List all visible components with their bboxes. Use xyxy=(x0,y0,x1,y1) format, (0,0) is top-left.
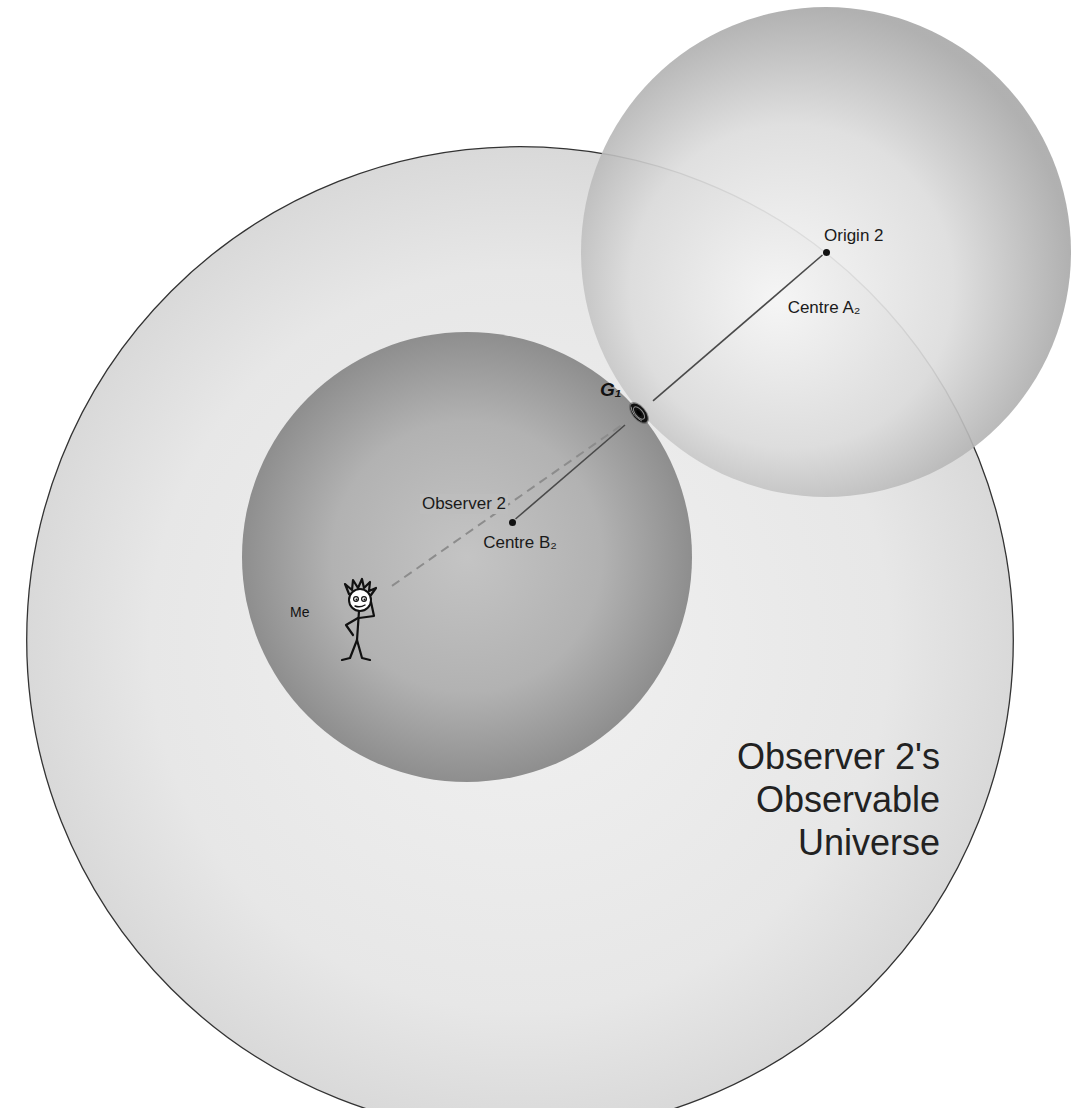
stick-figure-drawing xyxy=(324,578,392,668)
centre-dot xyxy=(823,249,830,256)
observer-label: Observer 2 xyxy=(420,494,508,514)
stick-figure: Me xyxy=(286,578,392,668)
observer-sphere-shape xyxy=(242,332,692,782)
black-hole-shape xyxy=(625,398,653,428)
universe-label: Observer 2's Observable Universe xyxy=(640,735,940,864)
centre-label: Centre B₂ xyxy=(483,533,557,553)
me-label: Me xyxy=(290,604,309,620)
origin-label: Origin 2 xyxy=(824,226,884,246)
centre-label: Centre A₂ xyxy=(788,298,861,318)
sight-line xyxy=(653,255,823,401)
black-hole-label: G₁ xyxy=(600,379,621,401)
sight-line xyxy=(516,425,626,519)
dashed-sight-line xyxy=(392,423,625,586)
observer-sphere: Observer 2 Centre B₂ Me xyxy=(242,332,692,782)
origin-sphere: Origin 2 Centre A₂ xyxy=(581,7,1071,497)
black-hole-symbol: G₁ xyxy=(625,398,653,428)
centre-dot xyxy=(509,519,516,526)
